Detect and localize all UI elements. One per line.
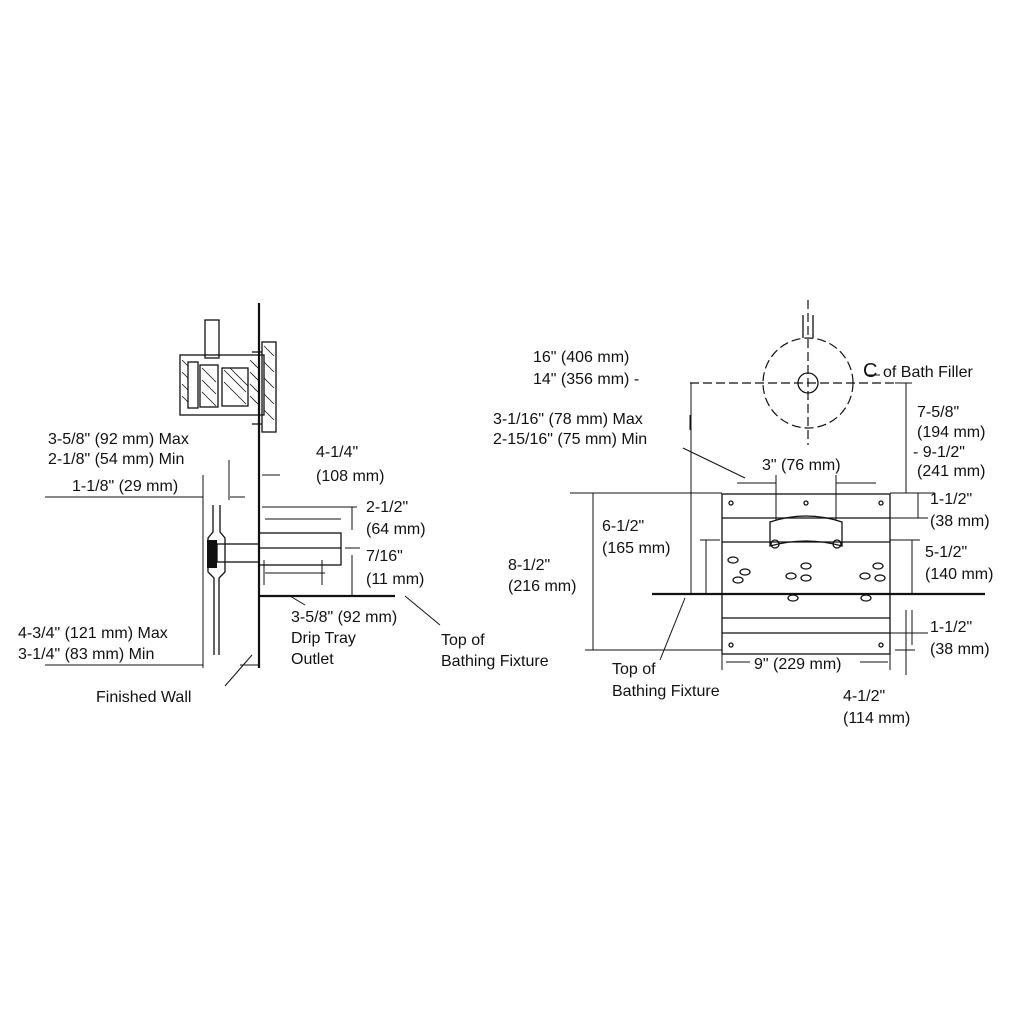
side-view: 3-5/8" (92 mm) Max 2-1/8" (54 mm) Min 1-…: [18, 303, 549, 706]
side-dimension-lines: [45, 460, 441, 687]
spout-height-mm-label: (64 mm): [366, 521, 426, 538]
escutcheon-plate: [721, 493, 891, 655]
h-9-1-2-label: - 9-1/2": [913, 444, 965, 461]
h-7-5-8-label: 7-5/8": [917, 404, 959, 421]
handle-trim: [762, 300, 854, 445]
spout-length-label: 4-1/4": [316, 444, 358, 461]
front-dimension-lines: [570, 382, 935, 675]
span-16-label: 16" (406 mm): [533, 349, 629, 366]
h-9-1-2-mm-label: (241 mm): [917, 463, 985, 480]
top-of-fixture-front-label: Top of: [612, 661, 656, 678]
bot-1-1-2-mm-label: (38 mm): [930, 641, 990, 658]
centerline-symbol: C: [863, 360, 877, 382]
h-8-1-2-label: 8-1/2": [508, 557, 550, 574]
drip-tray-outlet-label: Outlet: [291, 651, 334, 668]
width-9-label: 9" (229 mm): [754, 656, 841, 673]
h-8-1-2-mm-label: (216 mm): [508, 578, 576, 595]
valve-depth-min-label: 3-1/4" (83 mm) Min: [18, 646, 154, 663]
valve-depth-max-label: 4-3/4" (121 mm) Max: [18, 625, 168, 642]
front-view: 16" (406 mm) 14" (356 mm) - C of Bath Fi…: [493, 300, 993, 727]
h-7-5-8-mm-label: (194 mm): [917, 424, 985, 441]
valve-body: [179, 319, 277, 433]
spout-length-mm-label: (108 mm): [316, 468, 384, 485]
bathing-fixture-front-label: Bathing Fixture: [612, 683, 720, 700]
bot-1-1-2-label: 1-1/2": [930, 619, 972, 636]
h-4-1-2-mm-label: (114 mm): [843, 710, 910, 727]
finished-wall-label: Finished Wall: [96, 689, 191, 706]
top-of-fixture-label: Top of: [441, 632, 485, 649]
mounting-plate: [207, 505, 260, 655]
top-1-1-2-label: 1-1/2": [930, 491, 972, 508]
centerline-label: of Bath Filler: [883, 364, 973, 381]
drip-tray-label: Drip Tray: [291, 630, 356, 647]
bathing-fixture-label: Bathing Fixture: [441, 653, 549, 670]
h-5-1-2-label: 5-1/2": [925, 544, 967, 561]
drip-tray-dim-label: 3-5/8" (92 mm): [291, 609, 397, 626]
h-6-1-2-label: 6-1/2": [602, 518, 644, 535]
spout-profile: [258, 532, 342, 566]
neck-min-label: 2-1/8" (54 mm) Min: [48, 451, 184, 468]
neck-max-label: 3-5/8" (92 mm) Max: [48, 431, 189, 448]
top-1-1-2-mm-label: (38 mm): [930, 513, 990, 530]
outlet-offset-label: 7/16": [366, 548, 403, 565]
flange-depth-label: 1-1/8" (29 mm): [72, 478, 178, 495]
spout-height-label: 2-1/2": [366, 499, 408, 516]
h-6-1-2-mm-label: (165 mm): [602, 540, 670, 557]
h-5-1-2-mm-label: (140 mm): [925, 566, 993, 583]
h-4-1-2-label: 4-1/2": [843, 688, 885, 705]
offset-min-label: 2-15/16" (75 mm) Min: [493, 431, 647, 448]
center-3-label: 3" (76 mm): [762, 457, 841, 474]
span-14-label: 14" (356 mm) -: [533, 371, 639, 388]
offset-max-label: 3-1/16" (78 mm) Max: [493, 411, 643, 428]
outlet-offset-mm-label: (11 mm): [366, 571, 424, 588]
